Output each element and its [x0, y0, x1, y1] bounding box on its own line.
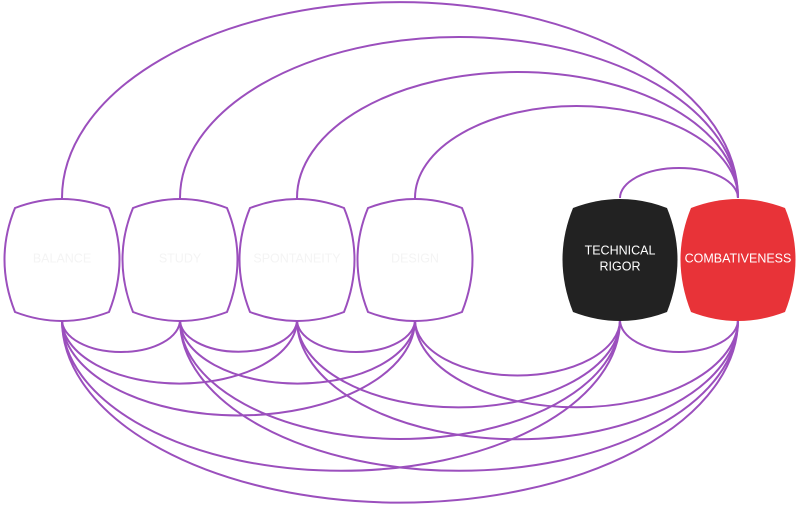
- top-edge-n4-n6: [414, 105, 739, 199]
- node-shape: [121, 198, 239, 322]
- node-n5[interactable]: TECHNICAL RIGOR: [562, 199, 678, 321]
- node-shape: [680, 199, 796, 321]
- top-edge-n2-n6: [179, 36, 739, 199]
- node-shape: [356, 198, 474, 322]
- node-label: RIGOR: [600, 259, 641, 273]
- node-n3[interactable]: SPONTANEITY: [238, 198, 356, 322]
- node-shape: [238, 198, 356, 322]
- top-edges: [61, 1, 739, 199]
- bottom-edge-n2-n5: [179, 319, 621, 440]
- bottom-edge-n1-n6: [61, 319, 739, 504]
- node-n1[interactable]: BALANCE: [3, 198, 121, 322]
- node-label: TECHNICAL: [585, 243, 656, 257]
- bottom-edge-n1-n4: [61, 319, 416, 417]
- bottom-edge-n2-n3: [179, 319, 298, 353]
- bottom-edge-n1-n3: [61, 319, 298, 385]
- bottom-edge-n5-n6: [619, 319, 739, 353]
- top-edge-n1-n6: [61, 1, 739, 199]
- node-label: BALANCE: [33, 251, 91, 265]
- bottom-edge-n3-n5: [296, 319, 621, 409]
- node-shape: [562, 199, 678, 321]
- node-label: SPONTANEITY: [253, 251, 341, 265]
- nodes: BALANCE STUDY SPONTANEITY DESIGN TECHNICAL RI…: [3, 198, 796, 322]
- node-label: STUDY: [159, 251, 202, 265]
- top-edge-n3-n6: [296, 71, 739, 199]
- bottom-edge-n1-n2: [61, 319, 181, 353]
- bottom-edge-n3-n6: [296, 319, 739, 441]
- bottom-edges: [61, 319, 739, 504]
- node-label: DESIGN: [391, 251, 439, 265]
- node-n6[interactable]: COMBATIVENESS: [680, 199, 796, 321]
- bottom-edge-n4-n5: [414, 319, 621, 377]
- bottom-edge-n4-n6: [414, 319, 739, 409]
- bottom-edge-n3-n4: [296, 319, 416, 353]
- node-n2[interactable]: STUDY: [121, 198, 239, 322]
- node-label: COMBATIVENESS: [685, 251, 792, 265]
- bottom-edge-n2-n6: [179, 319, 739, 472]
- node-n4[interactable]: DESIGN: [356, 198, 474, 322]
- bottom-edge-n2-n4: [179, 319, 416, 385]
- bottom-edge-n1-n5: [61, 319, 621, 472]
- node-shape: [3, 198, 121, 322]
- top-edge-n5-n6: [619, 167, 739, 199]
